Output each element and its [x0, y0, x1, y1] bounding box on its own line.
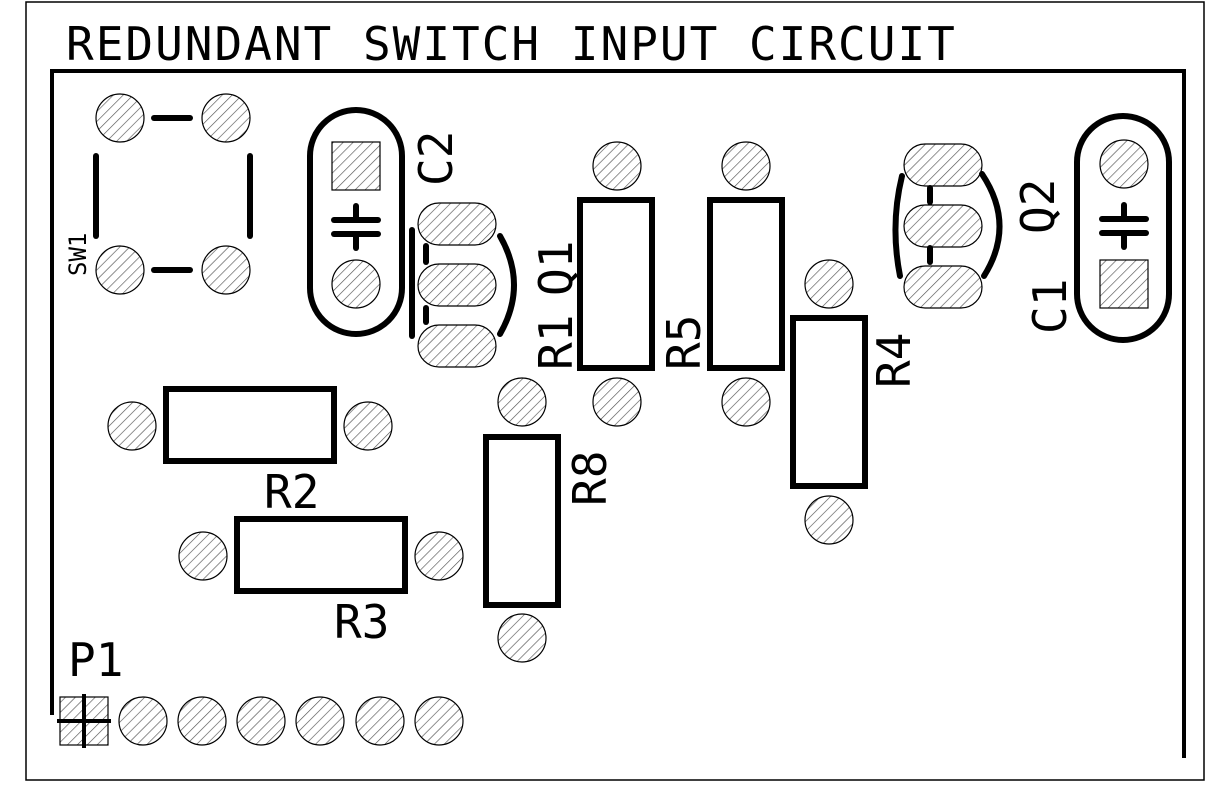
- r3-pad: [414, 531, 464, 581]
- r5-resistor: R5: [657, 141, 785, 427]
- r5-pad: [721, 377, 771, 427]
- r8-pad: [497, 377, 547, 427]
- q2-transistor: Q2: [892, 143, 1065, 309]
- r8-resistor: R8: [483, 377, 617, 663]
- q2-label: Q2: [1011, 179, 1065, 234]
- c2-capacitor: C2: [307, 107, 463, 337]
- r4-pad: [804, 495, 854, 545]
- outer-frame: [25, 1, 1205, 781]
- q2-pad: [903, 265, 983, 309]
- p1-label: P1: [68, 633, 123, 687]
- r2-resistor: R2: [107, 386, 393, 519]
- q1-pad: [417, 202, 497, 246]
- c1-capacitor: C1: [1023, 113, 1172, 343]
- r3-label: R3: [334, 595, 389, 649]
- p1-header: P1: [57, 633, 464, 748]
- sw1-label: SW1: [64, 233, 92, 276]
- r5-label: R5: [657, 315, 711, 370]
- r1-label: R1: [529, 315, 583, 370]
- r4-pad: [804, 259, 854, 309]
- sw1-switch: SW1: [64, 93, 253, 295]
- c2-square-pad: [331, 141, 381, 191]
- p1-pad: [414, 696, 464, 746]
- sw1-pad: [201, 93, 251, 143]
- r2-pad: [107, 401, 157, 451]
- p1-pad: [118, 696, 168, 746]
- r8-pad: [497, 613, 547, 663]
- c1-square-pad: [1099, 259, 1149, 309]
- p1-pad: [236, 696, 286, 746]
- sw1-pad: [201, 245, 251, 295]
- r5-pad: [721, 141, 771, 191]
- r4-label: R4: [867, 333, 921, 388]
- sw1-pad: [95, 93, 145, 143]
- board-outline: [50, 69, 1186, 758]
- p1-pad: [177, 696, 227, 746]
- p1-pad: [355, 696, 405, 746]
- q1-transistor: Q1: [409, 202, 583, 368]
- q1-label: Q1: [529, 241, 583, 296]
- sw1-pad: [95, 245, 145, 295]
- r4-resistor: R4: [790, 259, 921, 545]
- p1-pad: [295, 696, 345, 746]
- c2-pad: [331, 259, 381, 309]
- board-title: REDUNDANT SWITCH INPUT CIRCUIT: [66, 17, 957, 71]
- q1-pad: [417, 263, 497, 307]
- r3-resistor: R3: [178, 516, 464, 649]
- r1-resistor: R1: [529, 141, 655, 427]
- r8-label: R8: [563, 451, 617, 506]
- c1-label: C1: [1023, 279, 1077, 334]
- q2-pad: [903, 204, 983, 248]
- q1-pad: [417, 324, 497, 368]
- r1-pad: [592, 141, 642, 191]
- r3-pad: [178, 531, 228, 581]
- r2-label: R2: [264, 465, 319, 519]
- q2-pad: [903, 143, 983, 187]
- r2-pad: [343, 401, 393, 451]
- c2-label: C2: [409, 131, 463, 186]
- c1-pad: [1099, 139, 1149, 189]
- r1-pad: [592, 377, 642, 427]
